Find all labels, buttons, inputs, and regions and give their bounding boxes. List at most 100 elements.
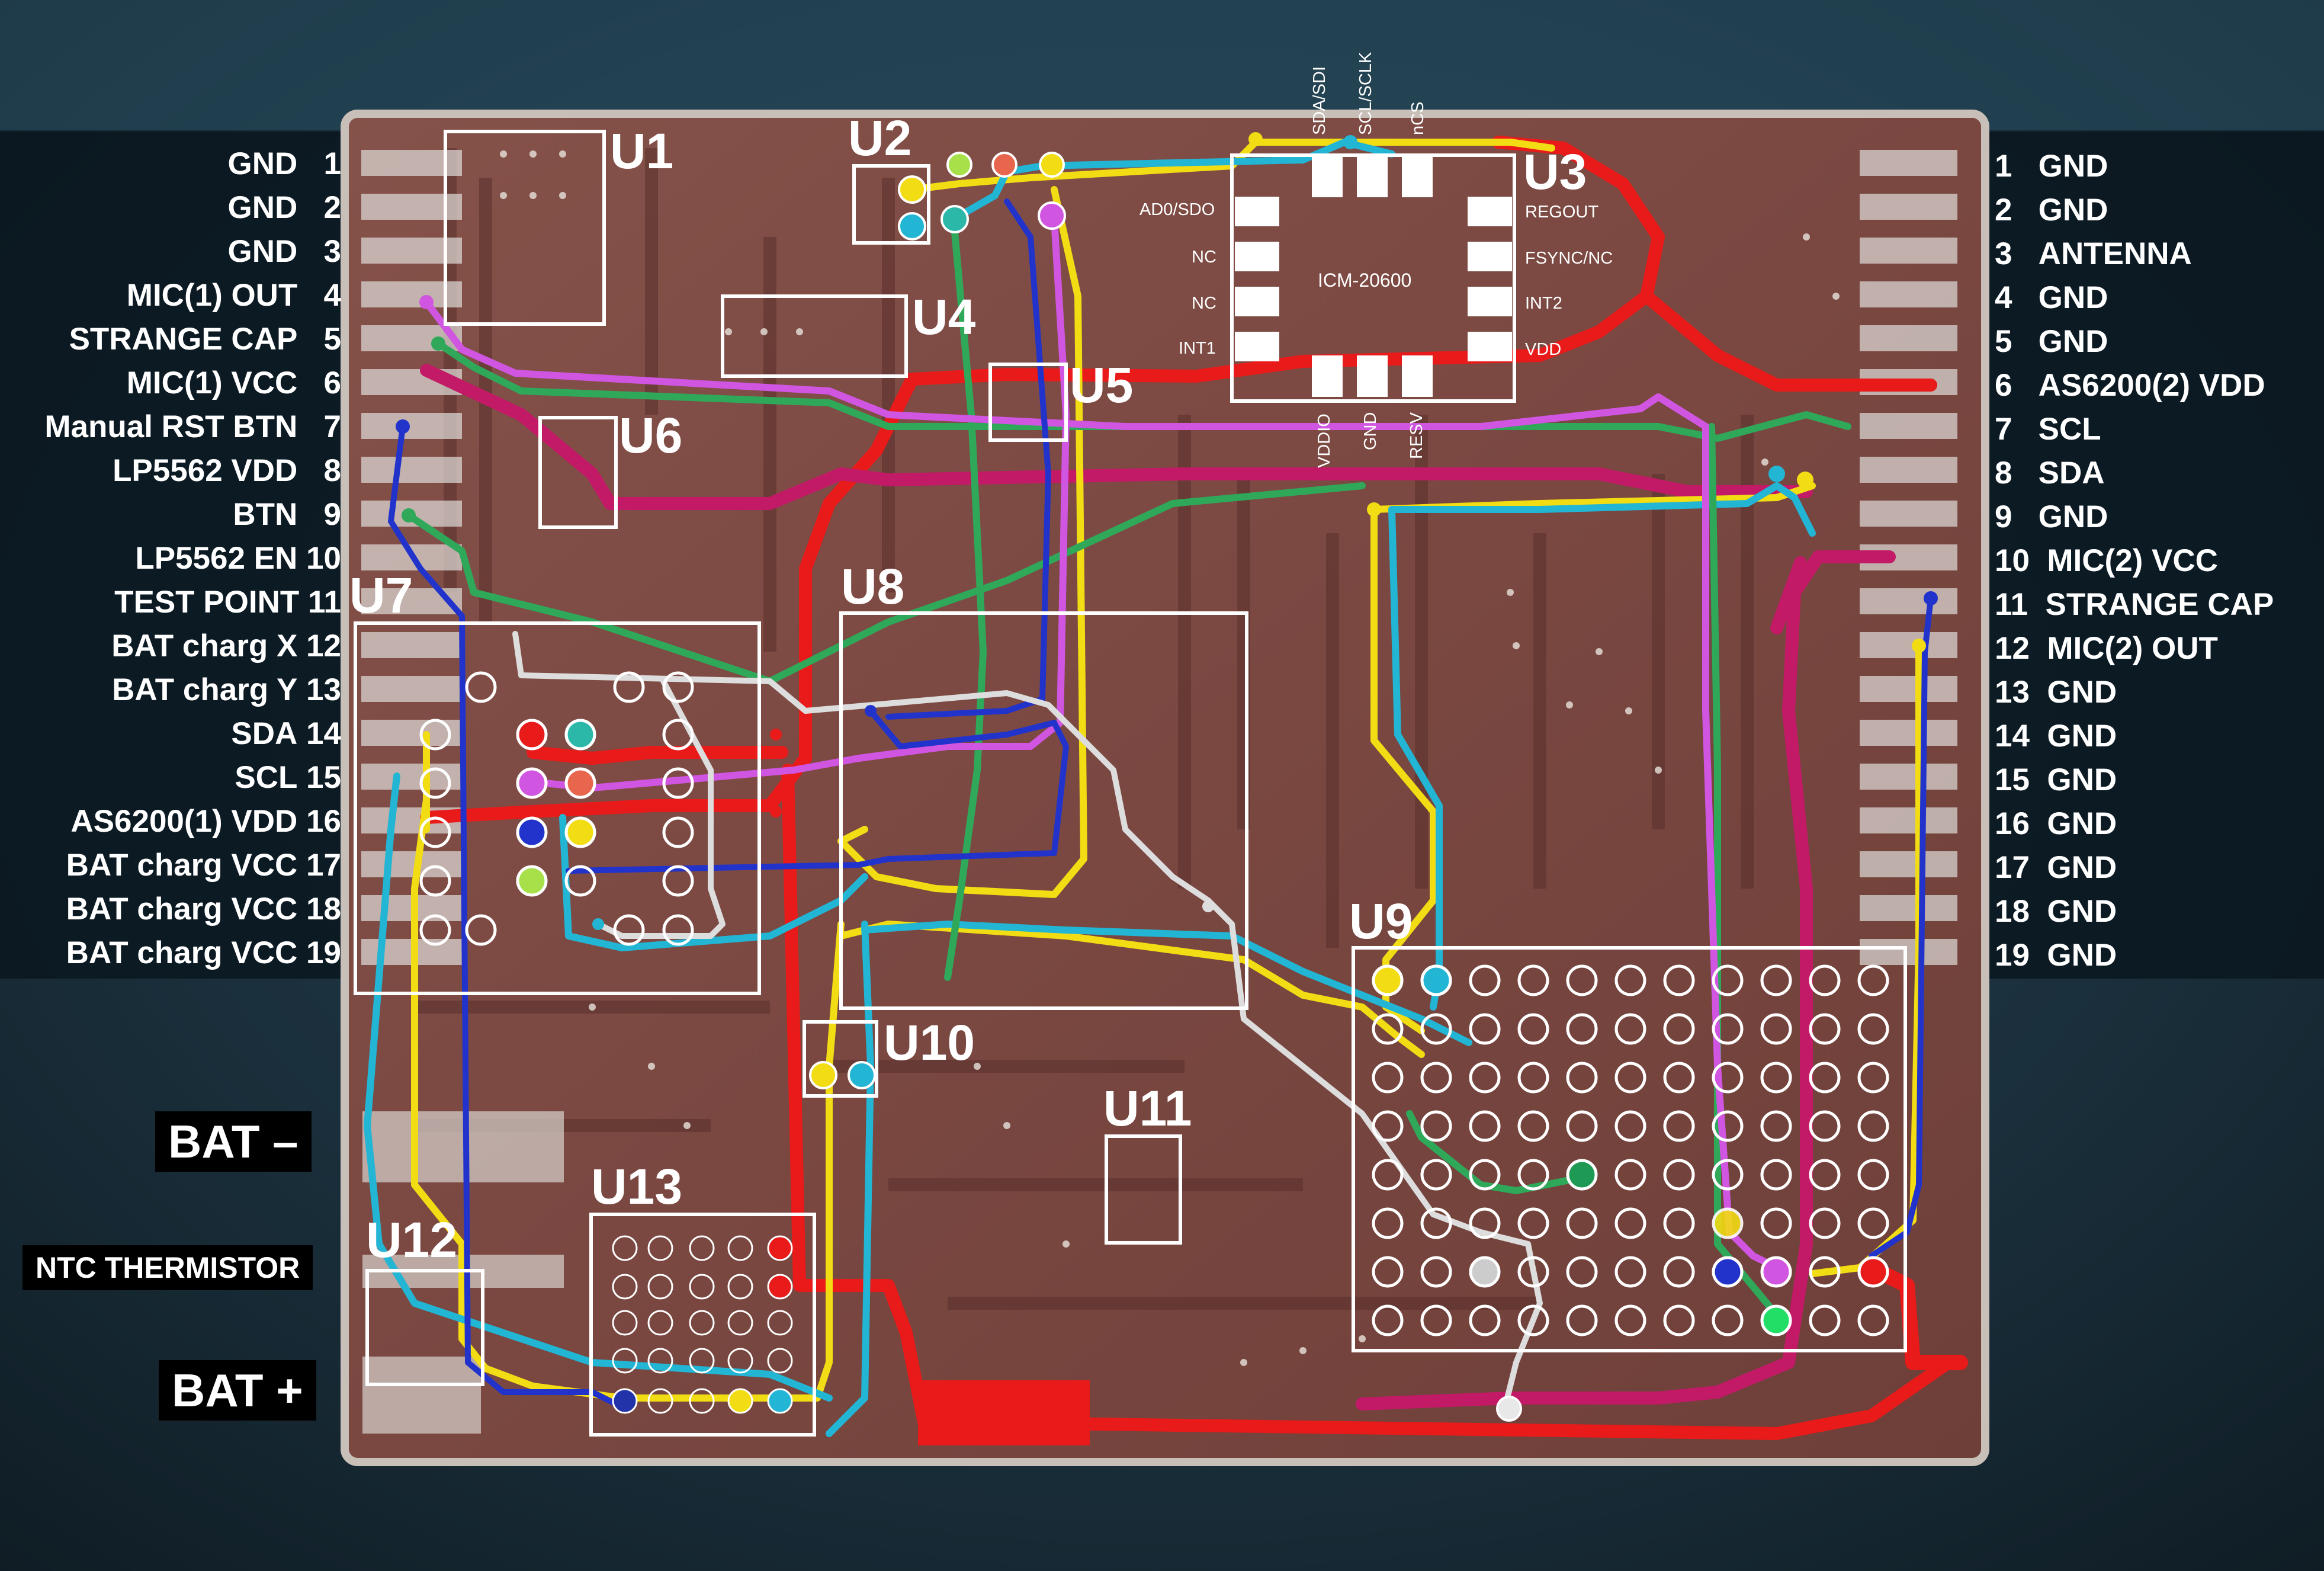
u3-pin-top-sda: SDA/SDI bbox=[1310, 66, 1329, 135]
right-pin-2: 2 GND bbox=[1995, 193, 2108, 227]
right-pin-16: 16 GND bbox=[1995, 806, 2117, 841]
trace-magenta-3 bbox=[1770, 556, 1807, 634]
trace-blue-2 bbox=[566, 708, 1069, 874]
u3-pin-right-vdd: VDD bbox=[1525, 340, 1562, 359]
u3-pin-left-ad0: AD0/SDO bbox=[1139, 200, 1215, 219]
u2-pads bbox=[898, 152, 1066, 241]
u12-outline bbox=[365, 1269, 484, 1386]
battery-pads bbox=[362, 1111, 564, 1434]
component-label-u9: U9 bbox=[1349, 893, 1413, 949]
left-pin-8: LP5562 VDD 8 bbox=[113, 453, 341, 488]
u4-outline bbox=[721, 294, 908, 378]
right-pin-15: 15 GND bbox=[1995, 762, 2117, 797]
component-label-u5: U5 bbox=[1070, 357, 1134, 413]
left-pin-11: TEST POINT 11 bbox=[114, 585, 341, 620]
u7-pads bbox=[419, 671, 694, 946]
trace-cyan-4 bbox=[826, 921, 874, 1437]
u3-pin-right-regout: REGOUT bbox=[1525, 203, 1599, 222]
trace-blue-4 bbox=[1869, 595, 1934, 1259]
u6-outline bbox=[538, 416, 618, 529]
right-pin-8: 8 SDA bbox=[1995, 456, 2105, 490]
right-pin-12: 12 MIC(2) OUT bbox=[1995, 631, 2218, 666]
trace-yellow-4 bbox=[837, 186, 1087, 898]
trace-green-5 bbox=[1406, 1110, 1579, 1194]
left-pin-3: GND 3 bbox=[227, 234, 341, 269]
bat-plus-copper bbox=[918, 1380, 1090, 1445]
trace-yellow-5 bbox=[411, 796, 845, 1402]
right-pin-1: 1 GND bbox=[1995, 149, 2108, 184]
right-pads bbox=[1860, 150, 1957, 965]
u1-outline bbox=[444, 130, 606, 326]
u13-outline bbox=[589, 1213, 816, 1437]
u8-outline bbox=[839, 611, 1248, 1010]
u3-pin-bottom-vddio: VDDIO bbox=[1315, 413, 1334, 468]
u9-grid bbox=[1372, 964, 1889, 1336]
u3-pin-left-int1: INT1 bbox=[1179, 339, 1216, 358]
trace-magenta-2 bbox=[1356, 550, 1896, 1410]
trace-red-u9 bbox=[1864, 1260, 1968, 1370]
trace-green-4 bbox=[1708, 423, 1780, 1319]
u3-pin-right-int2: INT2 bbox=[1525, 294, 1562, 313]
trace-endpoints bbox=[396, 132, 1938, 930]
u3-chip-name: ICM-20600 bbox=[1318, 270, 1412, 291]
component-label-u13: U13 bbox=[591, 1159, 683, 1214]
trace-magenta-1 bbox=[420, 364, 1813, 510]
component-label-u6: U6 bbox=[619, 408, 683, 463]
left-pin-14: SDA 14 bbox=[231, 716, 341, 751]
component-label-u7: U7 bbox=[349, 568, 413, 623]
left-pin-15: SCL 15 bbox=[235, 760, 341, 795]
trace-violet-1 bbox=[529, 216, 1070, 791]
left-pin-4: MIC(1) OUT 4 bbox=[126, 278, 341, 313]
pcb-substrate bbox=[341, 110, 1989, 1466]
trace-red-mid bbox=[527, 746, 788, 765]
component-label-u12: U12 bbox=[366, 1212, 458, 1268]
left-pin-16: AS6200(1) VDD 16 bbox=[70, 804, 341, 839]
right-pin-13: 13 GND bbox=[1995, 675, 2117, 710]
right-pin-11: 11 STRANGE CAP bbox=[1995, 587, 2274, 622]
left-pin-2: GND 2 bbox=[227, 190, 341, 225]
u3-pin-top-ncs: nCS bbox=[1408, 101, 1427, 135]
u3-outline bbox=[1230, 153, 1516, 403]
trace-blue-1 bbox=[885, 198, 1051, 720]
bat-minus-label: BAT – bbox=[155, 1111, 312, 1172]
right-pin-7: 7 SCL bbox=[1995, 412, 2101, 447]
left-pin-9: BTN 9 bbox=[233, 497, 341, 532]
u11-outline bbox=[1105, 1134, 1182, 1245]
component-label-u2: U2 bbox=[848, 110, 912, 166]
vias bbox=[500, 150, 1840, 1366]
u3-pin-left-nc1: NC bbox=[1192, 248, 1216, 267]
right-pin-3: 3 ANTENNA bbox=[1995, 236, 2192, 271]
u9-test-via bbox=[1496, 1396, 1522, 1422]
right-pin-17: 17 GND bbox=[1995, 850, 2117, 885]
right-pin-4: 4 GND bbox=[1995, 280, 2108, 315]
trace-green-1 bbox=[435, 340, 1851, 442]
left-pin-5: STRANGE CAP 5 bbox=[69, 322, 341, 357]
u13-pads bbox=[612, 1235, 753, 1414]
trace-cyan-7 bbox=[559, 814, 868, 951]
u9-outline bbox=[1352, 946, 1907, 1352]
component-label-u3: U3 bbox=[1523, 144, 1587, 200]
trace-cyan-6 bbox=[364, 772, 833, 1402]
right-pin-5: 5 GND bbox=[1995, 324, 2108, 359]
left-pin-19: BAT charg VCC 19 bbox=[66, 935, 341, 970]
u9-colored-pads bbox=[1372, 964, 1889, 1336]
component-label-u1: U1 bbox=[610, 123, 674, 179]
right-label-band bbox=[1932, 132, 2324, 979]
left-label-band bbox=[0, 132, 391, 979]
right-pin-18: 18 GND bbox=[1995, 894, 2117, 929]
component-label-u10: U10 bbox=[884, 1015, 975, 1070]
trace-cyan-5 bbox=[861, 921, 1472, 1046]
u3-pads bbox=[1235, 157, 1512, 397]
trace-violet-2 bbox=[423, 299, 1662, 430]
u10-outline bbox=[803, 1020, 878, 1098]
component-label-u4: U4 bbox=[912, 289, 976, 345]
u10-pads bbox=[809, 1061, 876, 1089]
left-pin-18: BAT charg VCC 18 bbox=[66, 892, 341, 926]
u2-outline bbox=[852, 164, 930, 245]
left-pin-17: BAT charg VCC 17 bbox=[66, 848, 341, 883]
component-label-u8: U8 bbox=[841, 559, 905, 614]
u3-pin-right-fsync: FSYNC/NC bbox=[1525, 249, 1613, 268]
left-pin-13: BAT charg Y 13 bbox=[112, 672, 341, 707]
trace-cyan-3 bbox=[1388, 482, 1816, 537]
